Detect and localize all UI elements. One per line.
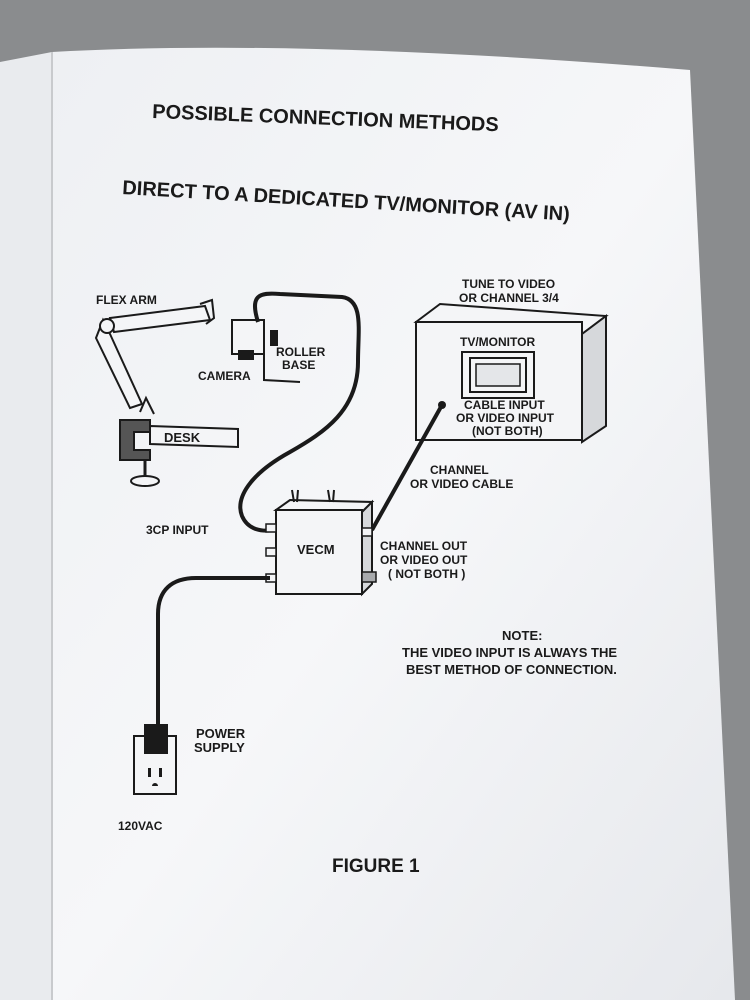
roller-base-label-line1: ROLLER <box>276 345 326 359</box>
roller-base <box>263 330 301 383</box>
power-supply-label-line1: POWER <box>196 726 246 741</box>
tune-label-line1: TUNE TO VIDEO <box>462 277 555 291</box>
desk <box>149 424 239 449</box>
power-supply-label-line2: SUPPLY <box>194 740 245 755</box>
desk-label: DESK <box>164 430 201 445</box>
tune-label-line2: OR CHANNEL 3/4 <box>459 291 559 305</box>
voltage-label: 120VAC <box>118 819 163 833</box>
output-label-line1: CHANNEL OUT <box>380 539 468 553</box>
output-label-line3: ( NOT BOTH ) <box>388 567 465 581</box>
tv-input-label-line3: (NOT BOTH) <box>472 424 543 438</box>
tv-input-label-line1: CABLE INPUT <box>464 398 545 412</box>
camera-cable <box>238 291 361 533</box>
tv-monitor-label: TV/MONITOR <box>460 335 535 349</box>
left-page <box>0 52 52 1000</box>
cable-label-line2: OR VIDEO CABLE <box>410 477 513 491</box>
tv-input-label-line2: OR VIDEO INPUT <box>456 411 555 425</box>
note-title: NOTE: <box>502 628 542 643</box>
power-cable <box>156 576 270 728</box>
figure-caption: FIGURE 1 <box>332 856 420 877</box>
right-page <box>52 47 735 1000</box>
input-3cp-label: 3CP INPUT <box>146 523 209 537</box>
vecm-switch-left <box>291 489 299 503</box>
vecm-label: VECM <box>297 542 335 557</box>
tv-monitor <box>413 302 609 444</box>
note-line1: THE VIDEO INPUT IS ALWAYS THE <box>402 645 617 660</box>
camera <box>231 319 265 360</box>
note-line2: BEST METHOD OF CONNECTION. <box>406 662 617 677</box>
vecm-module <box>265 489 377 597</box>
output-label-line2: OR VIDEO OUT <box>380 553 468 567</box>
roller-base-label-line2: BASE <box>282 358 315 372</box>
camera-label: CAMERA <box>198 369 251 383</box>
vecm-switch-right <box>327 489 335 503</box>
flex-arm <box>94 298 216 410</box>
cable-label-line1: CHANNEL <box>430 463 489 477</box>
power-plug <box>144 724 168 754</box>
flex-arm-label: FLEX ARM <box>96 293 157 307</box>
video-cable <box>370 404 444 531</box>
desk-clamp <box>119 395 160 487</box>
